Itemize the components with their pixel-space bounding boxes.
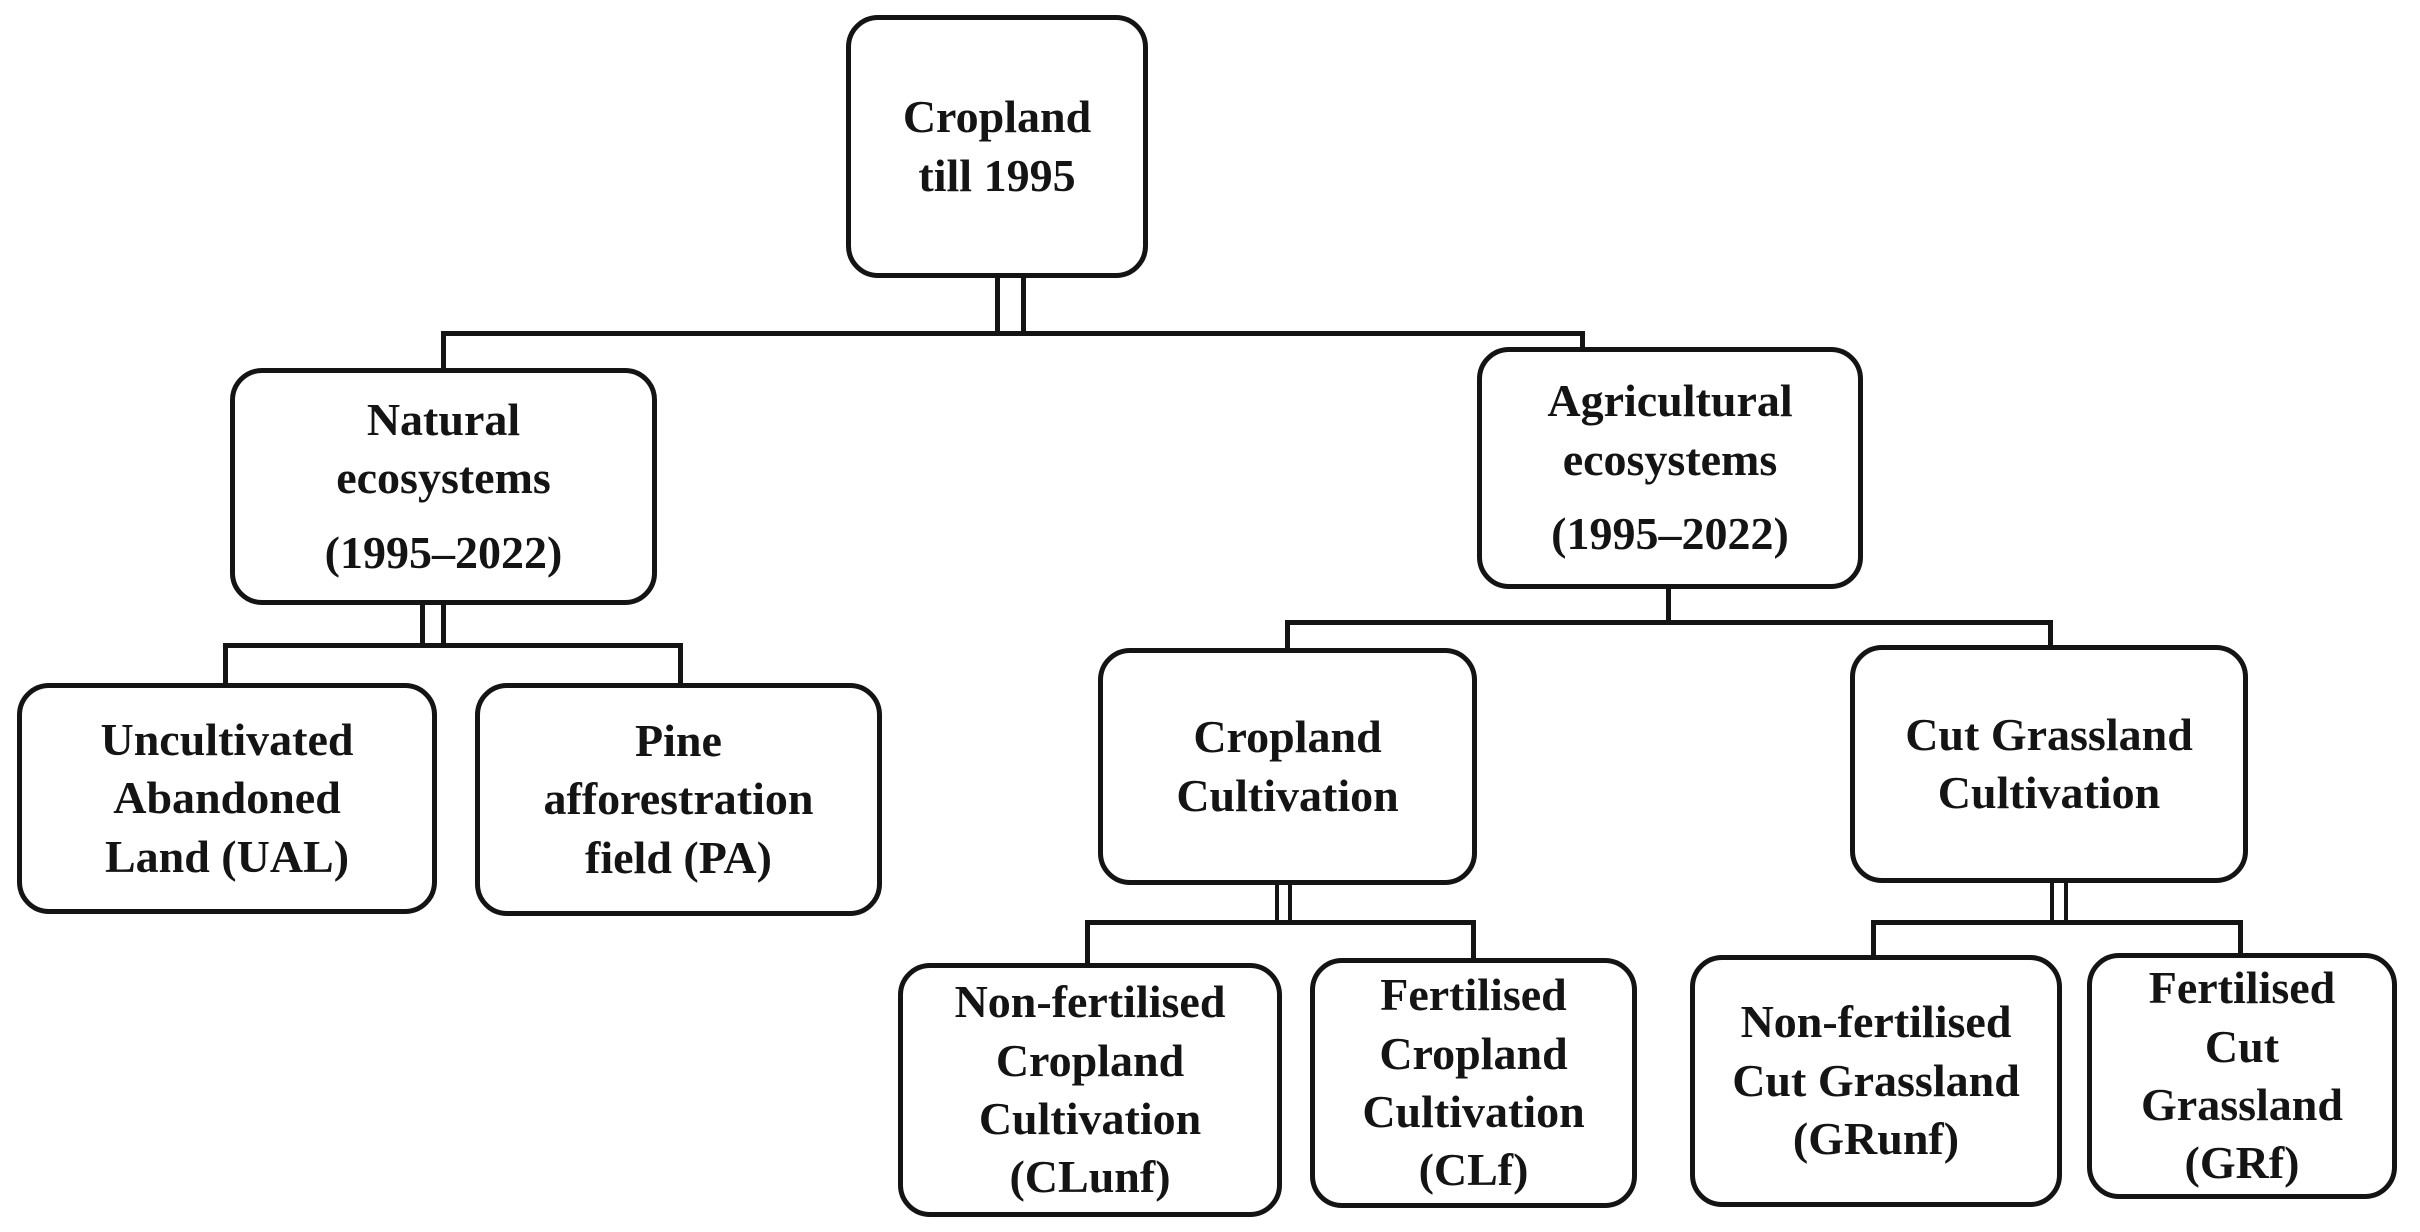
node-natural-ecosystems-period: (1995–2022) bbox=[324, 526, 563, 578]
connector-agri-bar bbox=[1285, 620, 2053, 625]
node-agricultural-ecosystems-label: Agricultural ecosystems bbox=[1547, 375, 1793, 485]
node-fertilised-cut-grassland: Fertilised Cut Grassland (GRf) bbox=[2087, 953, 2397, 1199]
connector-cc-bar bbox=[1085, 920, 1476, 925]
node-cropland-till-1995: Cropland till 1995 bbox=[846, 15, 1148, 278]
connector-agricultural-stem bbox=[1666, 585, 1671, 625]
node-fertilised-cropland-cultivation-label: Fertilised Cropland Cultivation (CLf) bbox=[1362, 969, 1585, 1196]
connector-drop-pine bbox=[678, 643, 683, 687]
node-pine-afforestration-field: Pine afforestration field (PA) bbox=[475, 683, 882, 916]
connector-drop-natural bbox=[441, 331, 446, 371]
connector-drop-ual bbox=[223, 643, 228, 687]
connector-root-stem-left bbox=[995, 276, 1000, 336]
node-cropland-till-1995-label: Cropland till 1995 bbox=[902, 91, 1092, 201]
node-non-fertilised-cropland-cultivation-label: Non-fertilised Cropland Cultivation (CLu… bbox=[954, 976, 1226, 1203]
node-pine-afforestration-field-label: Pine afforestration field (PA) bbox=[543, 714, 814, 883]
connector-drop-cutgrass-cultivation bbox=[2048, 620, 2053, 649]
connector-drop-grunf bbox=[1871, 920, 1876, 959]
node-cropland-cultivation: Cropland Cultivation bbox=[1098, 648, 1477, 885]
node-uncultivated-abandoned-land-label: Uncultivated Abandoned Land (UAL) bbox=[100, 713, 354, 882]
connector-cc-stem-left bbox=[1275, 883, 1279, 925]
node-non-fertilised-cropland-cultivation: Non-fertilised Cropland Cultivation (CLu… bbox=[898, 963, 1282, 1217]
node-cut-grassland-cultivation: Cut Grassland Cultivation bbox=[1850, 645, 2248, 883]
node-natural-ecosystems-label: Natural ecosystems bbox=[336, 393, 551, 504]
connector-natural-stem-right bbox=[441, 601, 446, 648]
connector-drop-grf bbox=[2238, 920, 2243, 957]
node-fertilised-cropland-cultivation: Fertilised Cropland Cultivation (CLf) bbox=[1310, 958, 1637, 1208]
node-non-fertilised-cut-grassland: Non-fertilised Cut Grassland (GRunf) bbox=[1690, 955, 2062, 1207]
connector-drop-cropland-cultivation bbox=[1285, 620, 1290, 652]
connector-natural-stem-left bbox=[420, 601, 425, 648]
node-non-fertilised-cut-grassland-label: Non-fertilised Cut Grassland (GRunf) bbox=[1732, 996, 2020, 1165]
connector-drop-clunf bbox=[1085, 920, 1090, 967]
connector-cgc-stem-right bbox=[2064, 880, 2068, 925]
node-cropland-cultivation-label: Cropland Cultivation bbox=[1176, 711, 1399, 821]
node-agricultural-ecosystems: Agricultural ecosystems (1995–2022) bbox=[1477, 347, 1863, 589]
node-agricultural-ecosystems-period: (1995–2022) bbox=[1551, 508, 1789, 560]
node-natural-ecosystems: Natural ecosystems (1995–2022) bbox=[230, 368, 657, 605]
connector-cc-stem-right bbox=[1288, 883, 1292, 925]
node-fertilised-cut-grassland-label: Fertilised Cut Grassland (GRf) bbox=[2141, 962, 2343, 1189]
connector-level1-bar bbox=[441, 331, 1585, 336]
node-cut-grassland-cultivation-label: Cut Grassland Cultivation bbox=[1905, 708, 2193, 818]
connector-drop-agricultural bbox=[1580, 331, 1585, 351]
connector-natural-bar bbox=[223, 643, 683, 648]
connector-drop-clf bbox=[1471, 920, 1476, 962]
connector-cgc-stem-left bbox=[2050, 880, 2054, 925]
connector-cgc-bar bbox=[1871, 920, 2243, 925]
connector-root-stem-right bbox=[1021, 276, 1026, 336]
node-uncultivated-abandoned-land: Uncultivated Abandoned Land (UAL) bbox=[17, 683, 437, 914]
